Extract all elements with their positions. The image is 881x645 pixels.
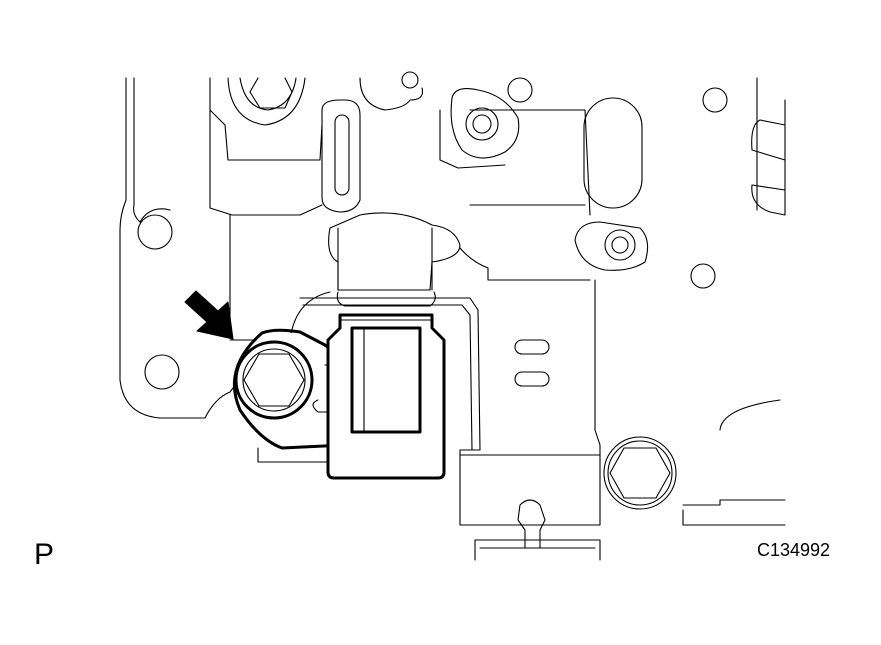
- shift-solenoid: [326, 313, 446, 480]
- arrow-pointer-icon: [184, 290, 234, 340]
- middle-plate: [328, 212, 649, 291]
- figure-code: C134992: [757, 540, 831, 560]
- right-body: [137, 87, 786, 390]
- valve-body-outline: [119, 77, 786, 526]
- view-letter: P: [34, 538, 55, 571]
- bottom-valve-stem: [474, 499, 601, 561]
- upper-small-bosses: [359, 71, 533, 169]
- bracket-bolt: [234, 340, 314, 420]
- upper-slot: [321, 99, 361, 213]
- lower-housing: [299, 279, 677, 526]
- upper-bolt: [227, 77, 306, 126]
